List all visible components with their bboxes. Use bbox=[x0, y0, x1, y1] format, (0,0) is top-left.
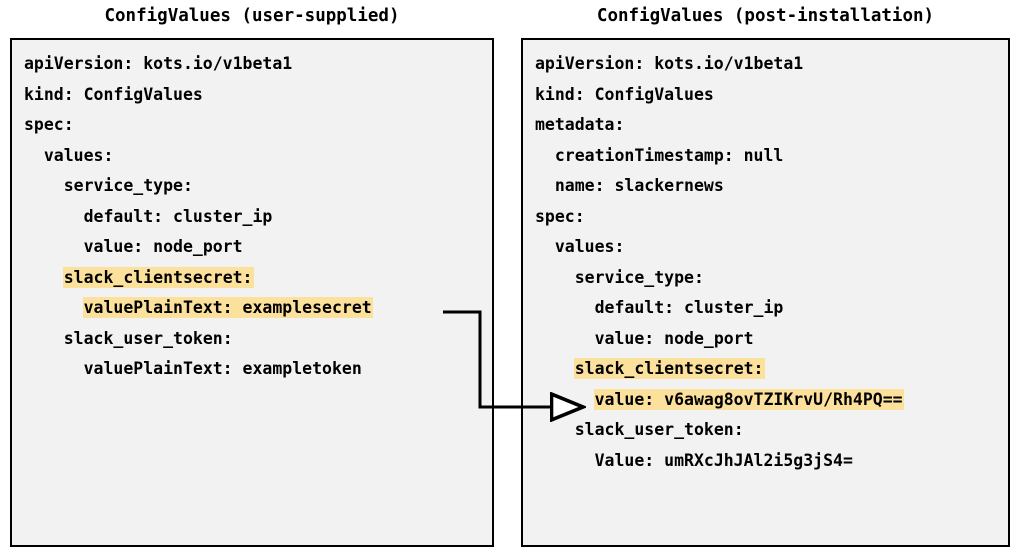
yaml-line-text: kind: ConfigValues bbox=[24, 84, 203, 104]
yaml-line: spec: bbox=[535, 202, 1008, 233]
yaml-line-text: values: bbox=[554, 237, 625, 256]
yaml-line: metadata: bbox=[535, 110, 1008, 141]
yaml-line: valuePlainText: examplesecret bbox=[24, 293, 492, 324]
yaml-line: value: node_port bbox=[24, 232, 492, 263]
yaml-line: slack_clientsecret: bbox=[24, 263, 492, 294]
yaml-line-text: service_type: bbox=[574, 267, 704, 287]
yaml-line: service_type: bbox=[535, 263, 1008, 294]
yaml-indent bbox=[24, 329, 64, 348]
yaml-line-text: kind: ConfigValues bbox=[535, 84, 714, 104]
yaml-line-text: default: cluster_ip bbox=[83, 206, 273, 226]
yaml-line-text: apiVersion: kots.io/v1beta1 bbox=[24, 54, 293, 73]
yaml-line: spec: bbox=[24, 110, 492, 141]
yaml-line-text: apiVersion: kots.io/v1beta1 bbox=[535, 54, 804, 73]
yaml-line-text: spec: bbox=[24, 115, 74, 134]
right-panel-title: ConfigValues (post-installation) bbox=[596, 6, 935, 26]
yaml-line-text: value: node_port bbox=[83, 237, 243, 256]
yaml-line-text: default: cluster_ip bbox=[594, 298, 784, 317]
yaml-line: slack_user_token: bbox=[535, 415, 1008, 446]
yaml-line-highlighted: valuePlainText: examplesecret bbox=[83, 298, 372, 317]
yaml-line: value: node_port bbox=[535, 324, 1008, 355]
yaml-line-text: name: slackernews bbox=[554, 176, 724, 195]
yaml-indent bbox=[535, 268, 575, 287]
yaml-line: default: cluster_ip bbox=[24, 202, 492, 233]
yaml-line: slack_clientsecret: bbox=[535, 354, 1008, 385]
yaml-indent bbox=[535, 329, 595, 348]
yaml-indent bbox=[24, 268, 64, 287]
right-yaml-block: apiVersion: kots.io/v1beta1 kind: ConfigV… bbox=[535, 49, 1008, 476]
yaml-line-text: creationTimestamp: null bbox=[554, 145, 784, 165]
yaml-line: service_type: bbox=[24, 171, 492, 202]
yaml-indent bbox=[24, 359, 84, 378]
yaml-indent bbox=[24, 237, 84, 256]
yaml-line-highlighted: slack_clientsecret: bbox=[63, 267, 253, 287]
yaml-line-text: value: node_port bbox=[594, 328, 754, 348]
yaml-indent bbox=[535, 176, 555, 195]
yaml-indent bbox=[24, 298, 84, 317]
yaml-indent bbox=[535, 359, 575, 378]
yaml-line-text: slack_user_token: bbox=[574, 420, 744, 439]
yaml-indent bbox=[535, 146, 555, 165]
yaml-line-text: service_type: bbox=[63, 176, 193, 195]
yaml-line: apiVersion: kots.io/v1beta1 bbox=[24, 49, 492, 80]
yaml-line: kind: ConfigValues bbox=[535, 80, 1008, 111]
yaml-line: Value: umRXcJhJAl2i5g3jS4= bbox=[535, 446, 1008, 477]
yaml-line-highlighted: value: v6awag8ovTZIKrvU/Rh4PQ== bbox=[594, 389, 903, 409]
yaml-indent bbox=[24, 207, 84, 226]
yaml-line: valuePlainText: exampletoken bbox=[24, 354, 492, 385]
yaml-indent bbox=[24, 146, 44, 165]
yaml-line: value: v6awag8ovTZIKrvU/Rh4PQ== bbox=[535, 385, 1008, 416]
yaml-indent bbox=[535, 420, 575, 439]
yaml-indent bbox=[24, 176, 64, 195]
yaml-line-text: values: bbox=[43, 145, 114, 165]
yaml-line: values: bbox=[535, 232, 1008, 263]
yaml-line: default: cluster_ip bbox=[535, 293, 1008, 324]
yaml-indent bbox=[535, 390, 595, 409]
yaml-indent bbox=[535, 237, 555, 256]
yaml-line-text: slack_user_token: bbox=[63, 328, 233, 348]
yaml-indent bbox=[535, 451, 595, 470]
yaml-line: creationTimestamp: null bbox=[535, 141, 1008, 172]
left-yaml-block: apiVersion: kots.io/v1beta1 kind: ConfigV… bbox=[24, 49, 492, 385]
yaml-line-text: spec: bbox=[535, 206, 585, 226]
yaml-line: kind: ConfigValues bbox=[24, 80, 492, 111]
yaml-line: values: bbox=[24, 141, 492, 172]
yaml-line-text: valuePlainText: exampletoken bbox=[83, 359, 362, 378]
yaml-line: apiVersion: kots.io/v1beta1 bbox=[535, 49, 1008, 80]
yaml-line-text: metadata: bbox=[535, 115, 625, 134]
left-panel-title: ConfigValues (user-supplied) bbox=[104, 6, 400, 26]
right-config-panel: apiVersion: kots.io/v1beta1 kind: ConfigV… bbox=[521, 38, 1010, 547]
left-config-panel: apiVersion: kots.io/v1beta1 kind: ConfigV… bbox=[10, 38, 494, 547]
yaml-line-text: Value: umRXcJhJAl2i5g3jS4= bbox=[594, 450, 853, 470]
yaml-line-highlighted: slack_clientsecret: bbox=[574, 359, 764, 378]
yaml-line: slack_user_token: bbox=[24, 324, 492, 355]
yaml-line: name: slackernews bbox=[535, 171, 1008, 202]
yaml-indent bbox=[535, 298, 595, 317]
